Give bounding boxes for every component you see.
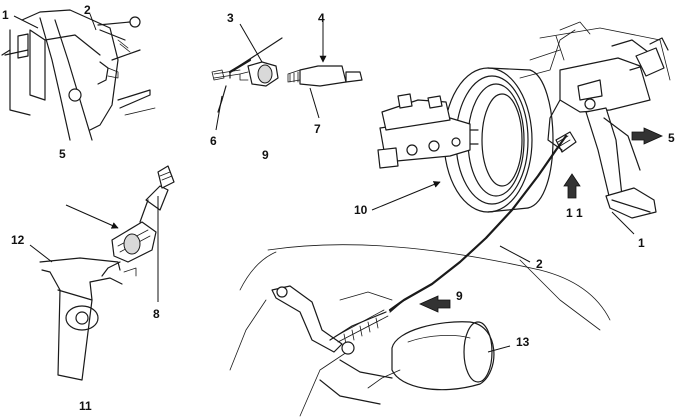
- callout-9-lower: 9: [456, 289, 463, 303]
- callout-2-right: 2: [536, 257, 543, 271]
- callout-8: 8: [153, 307, 160, 321]
- callout-3: 3: [227, 11, 234, 25]
- callout-5-right: 5: [668, 131, 675, 145]
- callout-13: 13: [516, 335, 530, 349]
- main-view: [229, 21, 671, 417]
- callout-9-mid: 9: [262, 148, 269, 162]
- inset-pedal-bracket: [1, 9, 156, 141]
- callout-12: 12: [11, 233, 25, 247]
- callout-6: 6: [210, 134, 217, 148]
- inset-lever-bracket: [39, 165, 175, 381]
- arrow-up-icon: [563, 173, 581, 199]
- callout-1-top-left: 1: [2, 8, 9, 22]
- inset-cable-end: [211, 37, 363, 113]
- callout-11-right: 1 1: [566, 206, 583, 220]
- callout-5-top-left: 5: [59, 147, 66, 161]
- callout-7: 7: [314, 122, 321, 136]
- callout-10: 10: [354, 203, 368, 217]
- callout-4: 4: [318, 11, 325, 25]
- callout-2-top-left: 2: [84, 3, 91, 17]
- arrow-left-icon: [419, 295, 451, 313]
- callout-11-bottom: 11: [79, 399, 92, 413]
- callout-1-right: 1: [638, 236, 645, 250]
- arrow-right-icon: [631, 127, 663, 145]
